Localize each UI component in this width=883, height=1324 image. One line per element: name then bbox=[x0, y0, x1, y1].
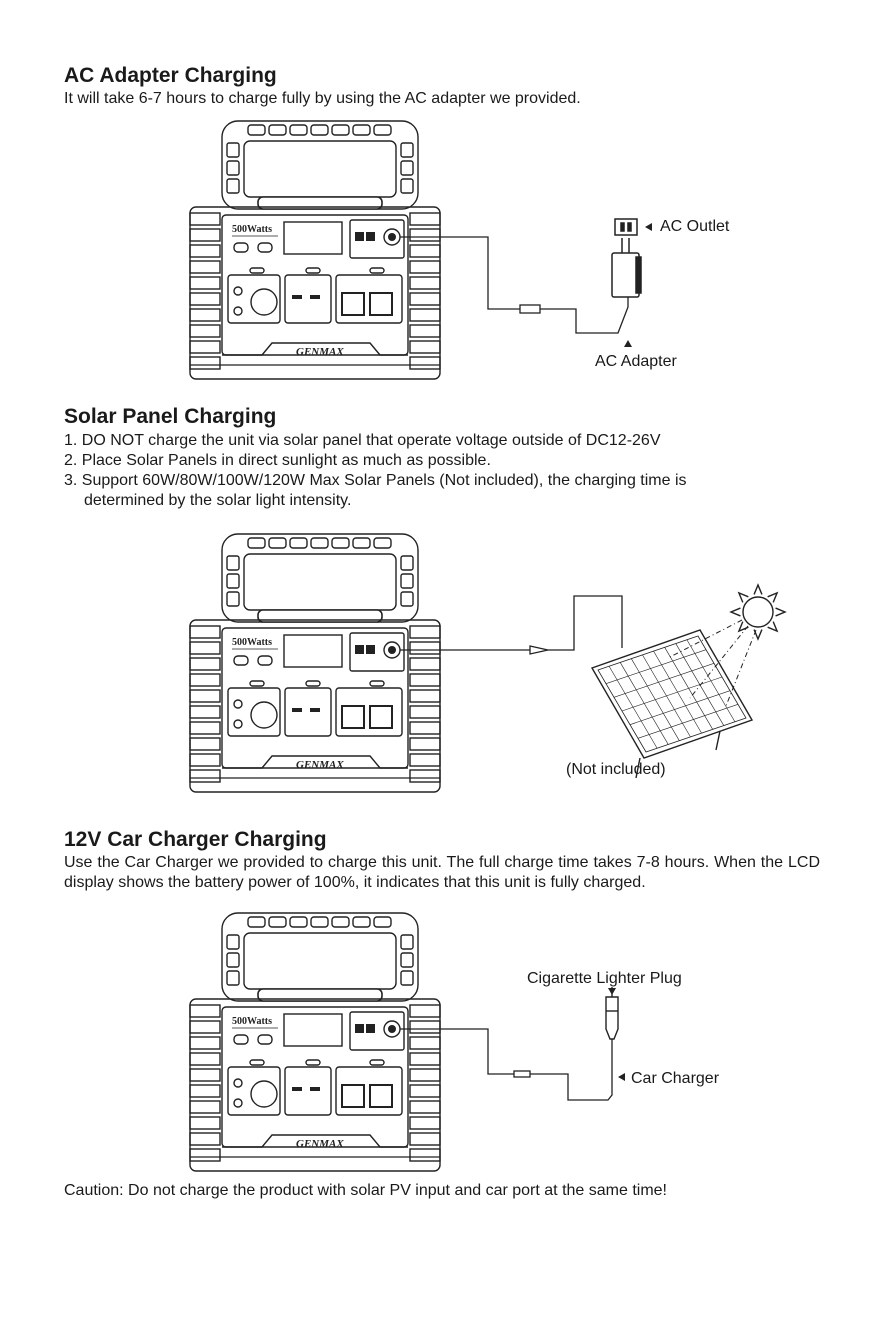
ac-adapter-icon bbox=[611, 238, 642, 298]
car-charger-cable bbox=[400, 1028, 613, 1101]
svg-text:500Watts: 500Watts bbox=[232, 637, 272, 648]
caution-note: Caution: Do not charge the product with … bbox=[64, 1182, 667, 1199]
svg-text:GENMAX: GENMAX bbox=[296, 1138, 344, 1150]
sunlight-rays bbox=[667, 619, 757, 707]
solar-not-included-label: (Not included) bbox=[566, 761, 666, 778]
svg-text:500Watts: 500Watts bbox=[232, 224, 272, 235]
outlet-arrow-icon bbox=[645, 223, 652, 231]
svg-text:GENMAX: GENMAX bbox=[296, 346, 344, 358]
svg-text:GENMAX: GENMAX bbox=[296, 759, 344, 771]
ac-section-text: It will take 6-7 hours to charge fully b… bbox=[64, 90, 581, 107]
solar-item-3: 3. Support 60W/80W/100W/120W Max Solar P… bbox=[64, 472, 687, 489]
ac-outlet-icon bbox=[614, 218, 638, 236]
solar-item-2: 2. Place Solar Panels in direct sunlight… bbox=[64, 452, 491, 469]
car-section-title: 12V Car Charger Charging bbox=[64, 828, 327, 851]
solar-section-title: Solar Panel Charging bbox=[64, 405, 277, 428]
car-charger-label: Car Charger bbox=[631, 1070, 720, 1087]
ac-adapter-label: AC Adapter bbox=[595, 353, 677, 370]
cigarette-plug-label: Cigarette Lighter Plug bbox=[527, 970, 682, 987]
svg-text:500Watts: 500Watts bbox=[232, 1016, 272, 1027]
ac-adapter-cable bbox=[400, 236, 629, 334]
ac-section-title: AC Adapter Charging bbox=[64, 64, 277, 87]
solar-item-3-cont: determined by the solar light intensity. bbox=[84, 492, 352, 509]
solar-cable bbox=[400, 595, 623, 655]
plug-arrow-icon bbox=[608, 988, 616, 995]
sun-icon bbox=[729, 583, 787, 641]
car-section-text: Use the Car Charger we provided to charg… bbox=[64, 854, 820, 891]
solar-panel-icon bbox=[590, 629, 754, 779]
charger-arrow-icon bbox=[618, 1073, 625, 1081]
adapter-arrow-icon bbox=[624, 340, 632, 347]
solar-item-1: 1. DO NOT charge the unit via solar pane… bbox=[64, 432, 661, 449]
ac-outlet-label: AC Outlet bbox=[660, 218, 730, 235]
